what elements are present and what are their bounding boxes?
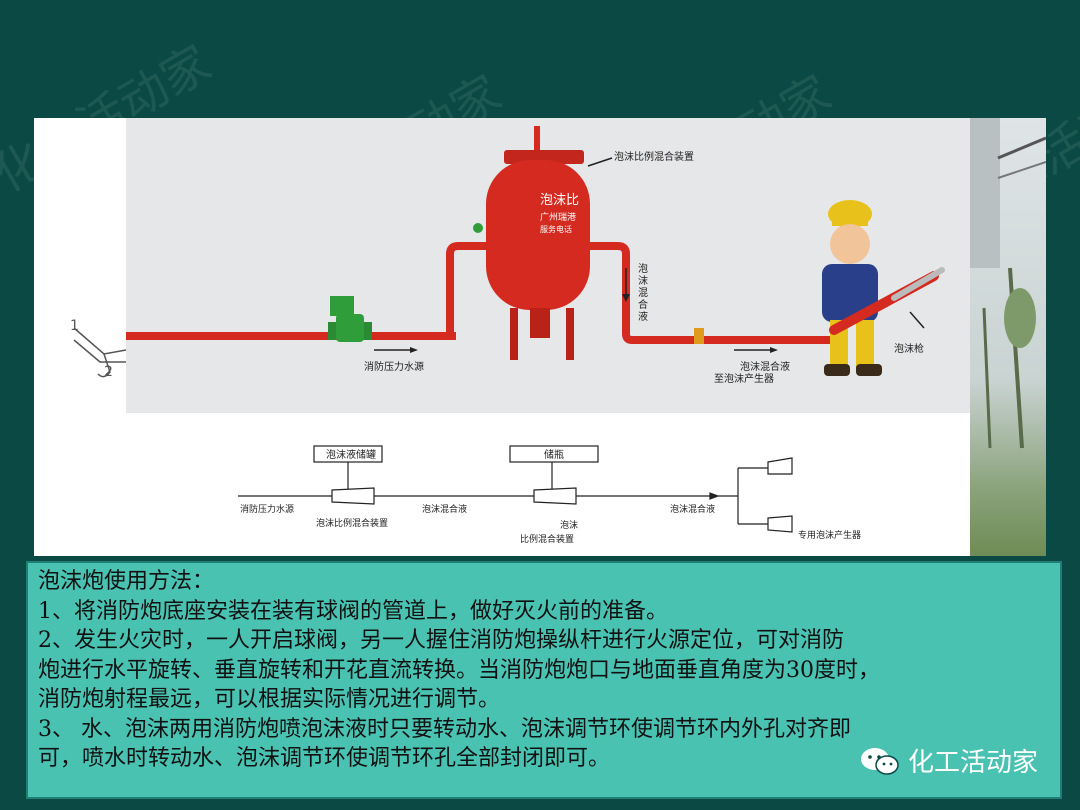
marker-1: 1	[70, 318, 79, 334]
mix-label: 至泡沫产生器	[714, 372, 774, 385]
water-source-label: 消防压力水源	[364, 360, 424, 373]
flow-box-label: 储瓶	[544, 448, 564, 461]
foam-system-diagram: 1 2 泡沫比 广州瑞港 服务电话 泡沫比例混合装置	[34, 118, 970, 545]
tank-text: 服务电话	[540, 224, 572, 234]
instruction-line: 炮进行水平旋转、垂直旋转和开花直流转换。当消防炮炮口与地面垂直角度为30度时，	[38, 657, 880, 683]
flow-mix-label: 泡沫混合液	[670, 503, 715, 515]
flow-box-label: 泡沫液储罐	[326, 448, 376, 461]
side-photo	[970, 118, 1047, 556]
vertical-label-char: 液	[638, 310, 648, 323]
pipe-fitting	[694, 328, 704, 344]
inlet-pipe	[126, 332, 456, 340]
instruction-line: 3、 水、泡沫两用消防炮喷泡沫液时只要转动水、泡沫调节环使调节环内外孔对齐即	[38, 716, 851, 742]
mix-label: 泡沫混合液	[740, 360, 790, 373]
firefighter-character	[822, 200, 945, 376]
tank-label-arrow	[587, 157, 613, 167]
instructions-title: 泡沫炮使用方法：	[38, 569, 215, 594]
instruction-line: 消防炮射程最远，可以根据实际情况进行调节。	[38, 687, 501, 712]
wechat-icon	[861, 747, 899, 775]
foam-system-illustration: 1 2 泡沫比 广州瑞港 服务电话 泡沫比例混合装置	[34, 118, 970, 556]
foam-proportioner-tank: 泡沫比 广州瑞港 服务电话	[473, 126, 590, 360]
flow-mix-label: 泡沫混合液	[422, 503, 467, 515]
tank-text: 广州瑞港	[540, 211, 576, 223]
flow-device-label: 泡沫	[560, 519, 578, 531]
account-name: 化工活动家	[908, 748, 1039, 778]
flow-source-label: 消防压力水源	[240, 503, 294, 515]
flow-device-label: 比例混合装置	[520, 533, 574, 545]
vertical-label-char: 泡	[638, 262, 648, 275]
bypass-pipe	[446, 242, 834, 344]
vertical-label-char: 沫	[638, 275, 648, 287]
side-photo-scene	[970, 118, 1047, 449]
vertical-label-char: 合	[638, 298, 648, 311]
ball-valve	[328, 296, 372, 342]
instruction-line: 1、将消防炮底座安装在装有球阀的管道上，做好灭火前的准备。	[38, 598, 668, 624]
flow-generator-label: 专用泡沫产生器	[798, 529, 861, 541]
flow-device-label: 泡沫比例混合装置	[316, 517, 388, 529]
tank-label: 泡沫比例混合装置	[614, 150, 694, 163]
usage-instructions: 泡沫炮使用方法： 1、将消防炮底座安装在装有球阀的管道上，做好灭火前的准备。 2…	[26, 561, 1062, 799]
valve-sketch	[73, 327, 127, 378]
account-badge: 化工活动家	[860, 742, 1038, 779]
vertical-label-char: 混	[638, 287, 648, 299]
flow-schematic	[238, 445, 793, 533]
tank-text: 泡沫比	[540, 193, 579, 208]
marker-2: 2	[104, 364, 113, 380]
instruction-line: 2、发生火灾时，一人开启球阀，另一人握住消防炮操纵杆进行火源定位，可对消防	[38, 628, 844, 653]
gun-label-arrow	[909, 311, 925, 329]
gun-label: 泡沫枪	[894, 342, 924, 355]
instruction-line: 可，喷水时转动水、泡沫调节环使调节环孔全部封闭即可。	[38, 746, 611, 771]
